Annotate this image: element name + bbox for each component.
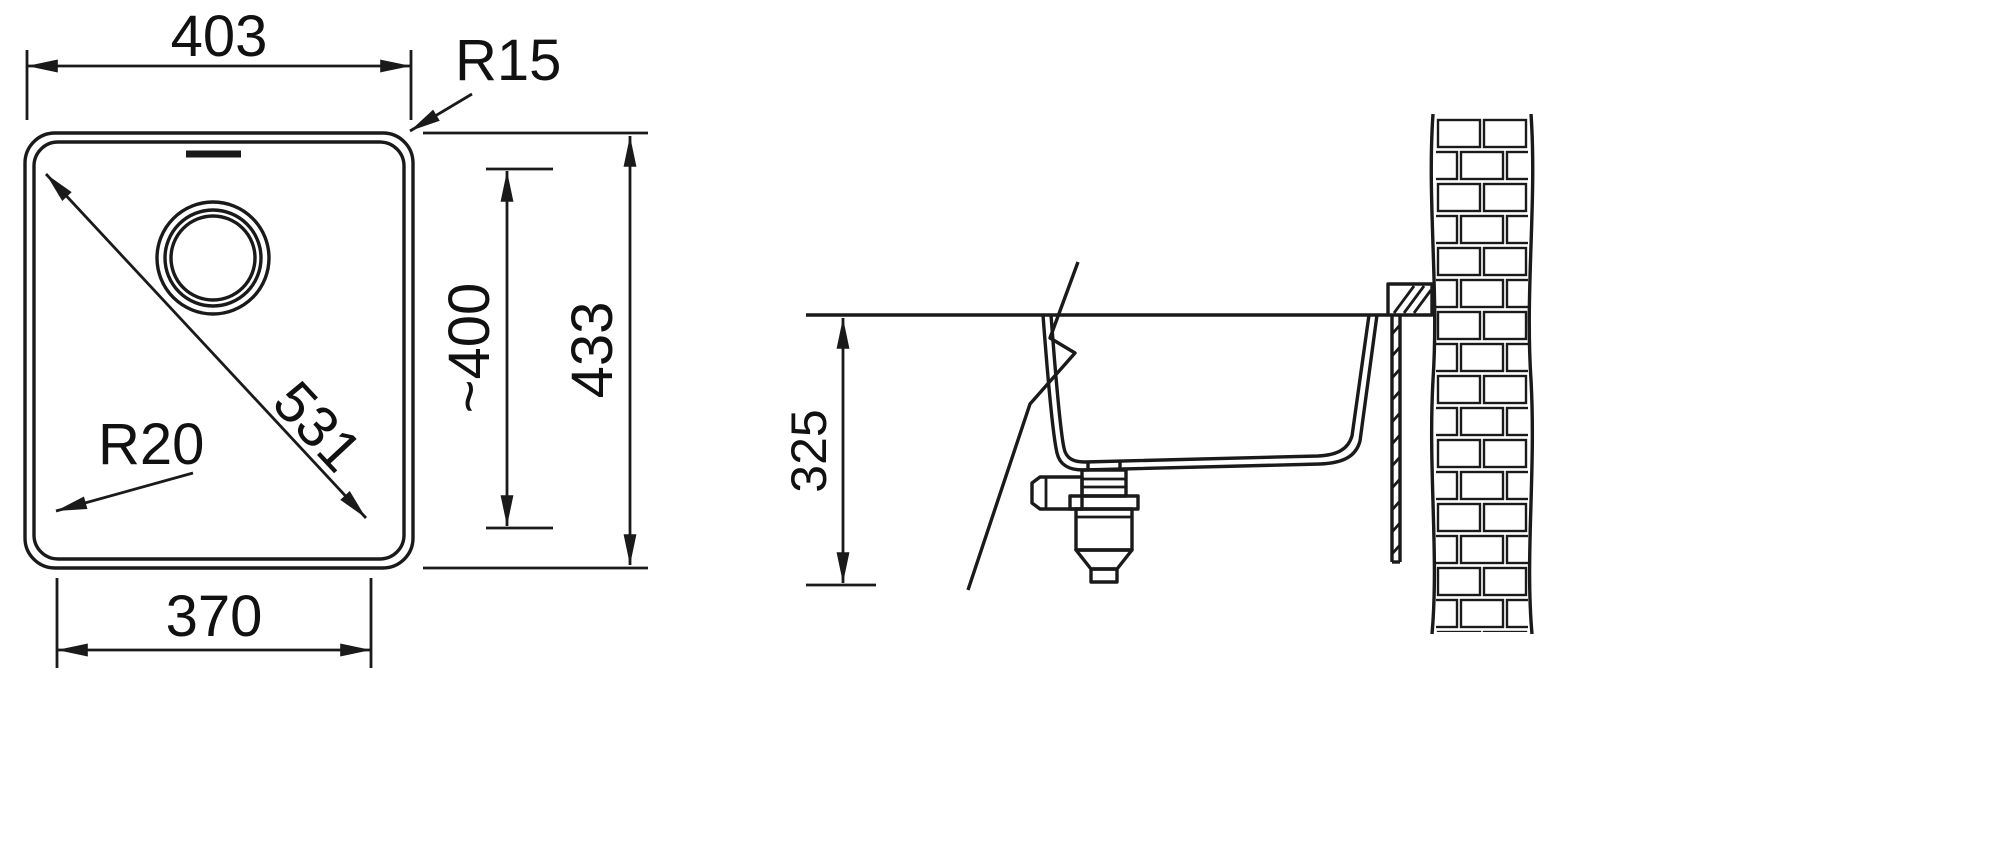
wall-bracket (1386, 282, 1434, 317)
drain-hole (155, 200, 271, 316)
dimension-mounting-depth: 325 (781, 318, 876, 587)
leader-inner-corner-radius: R20 (55, 412, 204, 513)
sink-outline-inner (32, 140, 406, 561)
drain-circle-outer (155, 200, 271, 316)
basin-profile-outer (1041, 314, 1379, 472)
leader-outer-corner-radius: R15 (409, 28, 561, 133)
bracket-hatch (1402, 285, 1426, 314)
rail-hatch (1390, 368, 1402, 379)
brick-wall (1429, 113, 1535, 635)
plan-view: 403 R15 ~400 433 531 R20 (23, 4, 648, 668)
rail-hatch (1390, 456, 1402, 467)
dim-inner-radius-label: R20 (98, 412, 204, 477)
dimension-inner-width: 370 (55, 578, 373, 668)
rail-hatch (1390, 544, 1402, 555)
dimension-outer-depth: 433 (423, 131, 648, 570)
wall-rail (1390, 315, 1402, 564)
dimension-outer-width: 403 (25, 4, 413, 120)
drain-body (1080, 468, 1128, 498)
trap-outlet (1089, 567, 1119, 584)
rail-hatch (1390, 434, 1402, 445)
bracket-body (1386, 282, 1434, 317)
wall-edge-left (1429, 113, 1437, 635)
leader-line (55, 471, 194, 513)
rail-hatch (1390, 346, 1402, 357)
dim-outer-radius-label: R15 (455, 28, 561, 93)
break-line (966, 261, 1080, 591)
basin-profile-inner (1049, 314, 1371, 464)
drain-circle-mid (163, 208, 263, 308)
rail-hatch (1390, 500, 1402, 511)
rail-hatch (1390, 412, 1402, 423)
wall-edge-right (1527, 113, 1535, 635)
dimension-inner-depth: ~400 (437, 167, 553, 530)
drain-trap-assembly (1030, 462, 1140, 584)
trap-cup (1074, 507, 1134, 552)
dim-inner-depth-label: ~400 (437, 283, 502, 414)
brick-pattern-area (1436, 118, 1528, 632)
sink-outline-outer (23, 131, 415, 570)
trap-taper (1074, 548, 1134, 571)
rail-hatch (1390, 522, 1402, 533)
dim-inner-width-label: 370 (166, 584, 263, 649)
dim-outer-width-label: 403 (171, 4, 268, 69)
drain-circle-inner (169, 214, 257, 302)
dim-outer-depth-label: 433 (560, 302, 625, 399)
overflow-nut (1030, 475, 1084, 511)
bracket-hatch (1392, 285, 1416, 314)
rail-hatch (1390, 478, 1402, 489)
trap-flange (1068, 494, 1140, 511)
dimension-diagonal: 531 (44, 173, 374, 519)
rail-hatch (1390, 324, 1402, 335)
dim-mounting-depth-label: 325 (781, 409, 837, 492)
rail-hatch (1390, 390, 1402, 401)
bracket-hatch (1412, 289, 1433, 314)
section-view: 325 (781, 113, 1535, 635)
dim-diagonal-label: 531 (260, 369, 374, 484)
dimension-line (44, 173, 368, 519)
leader-line (409, 92, 473, 133)
